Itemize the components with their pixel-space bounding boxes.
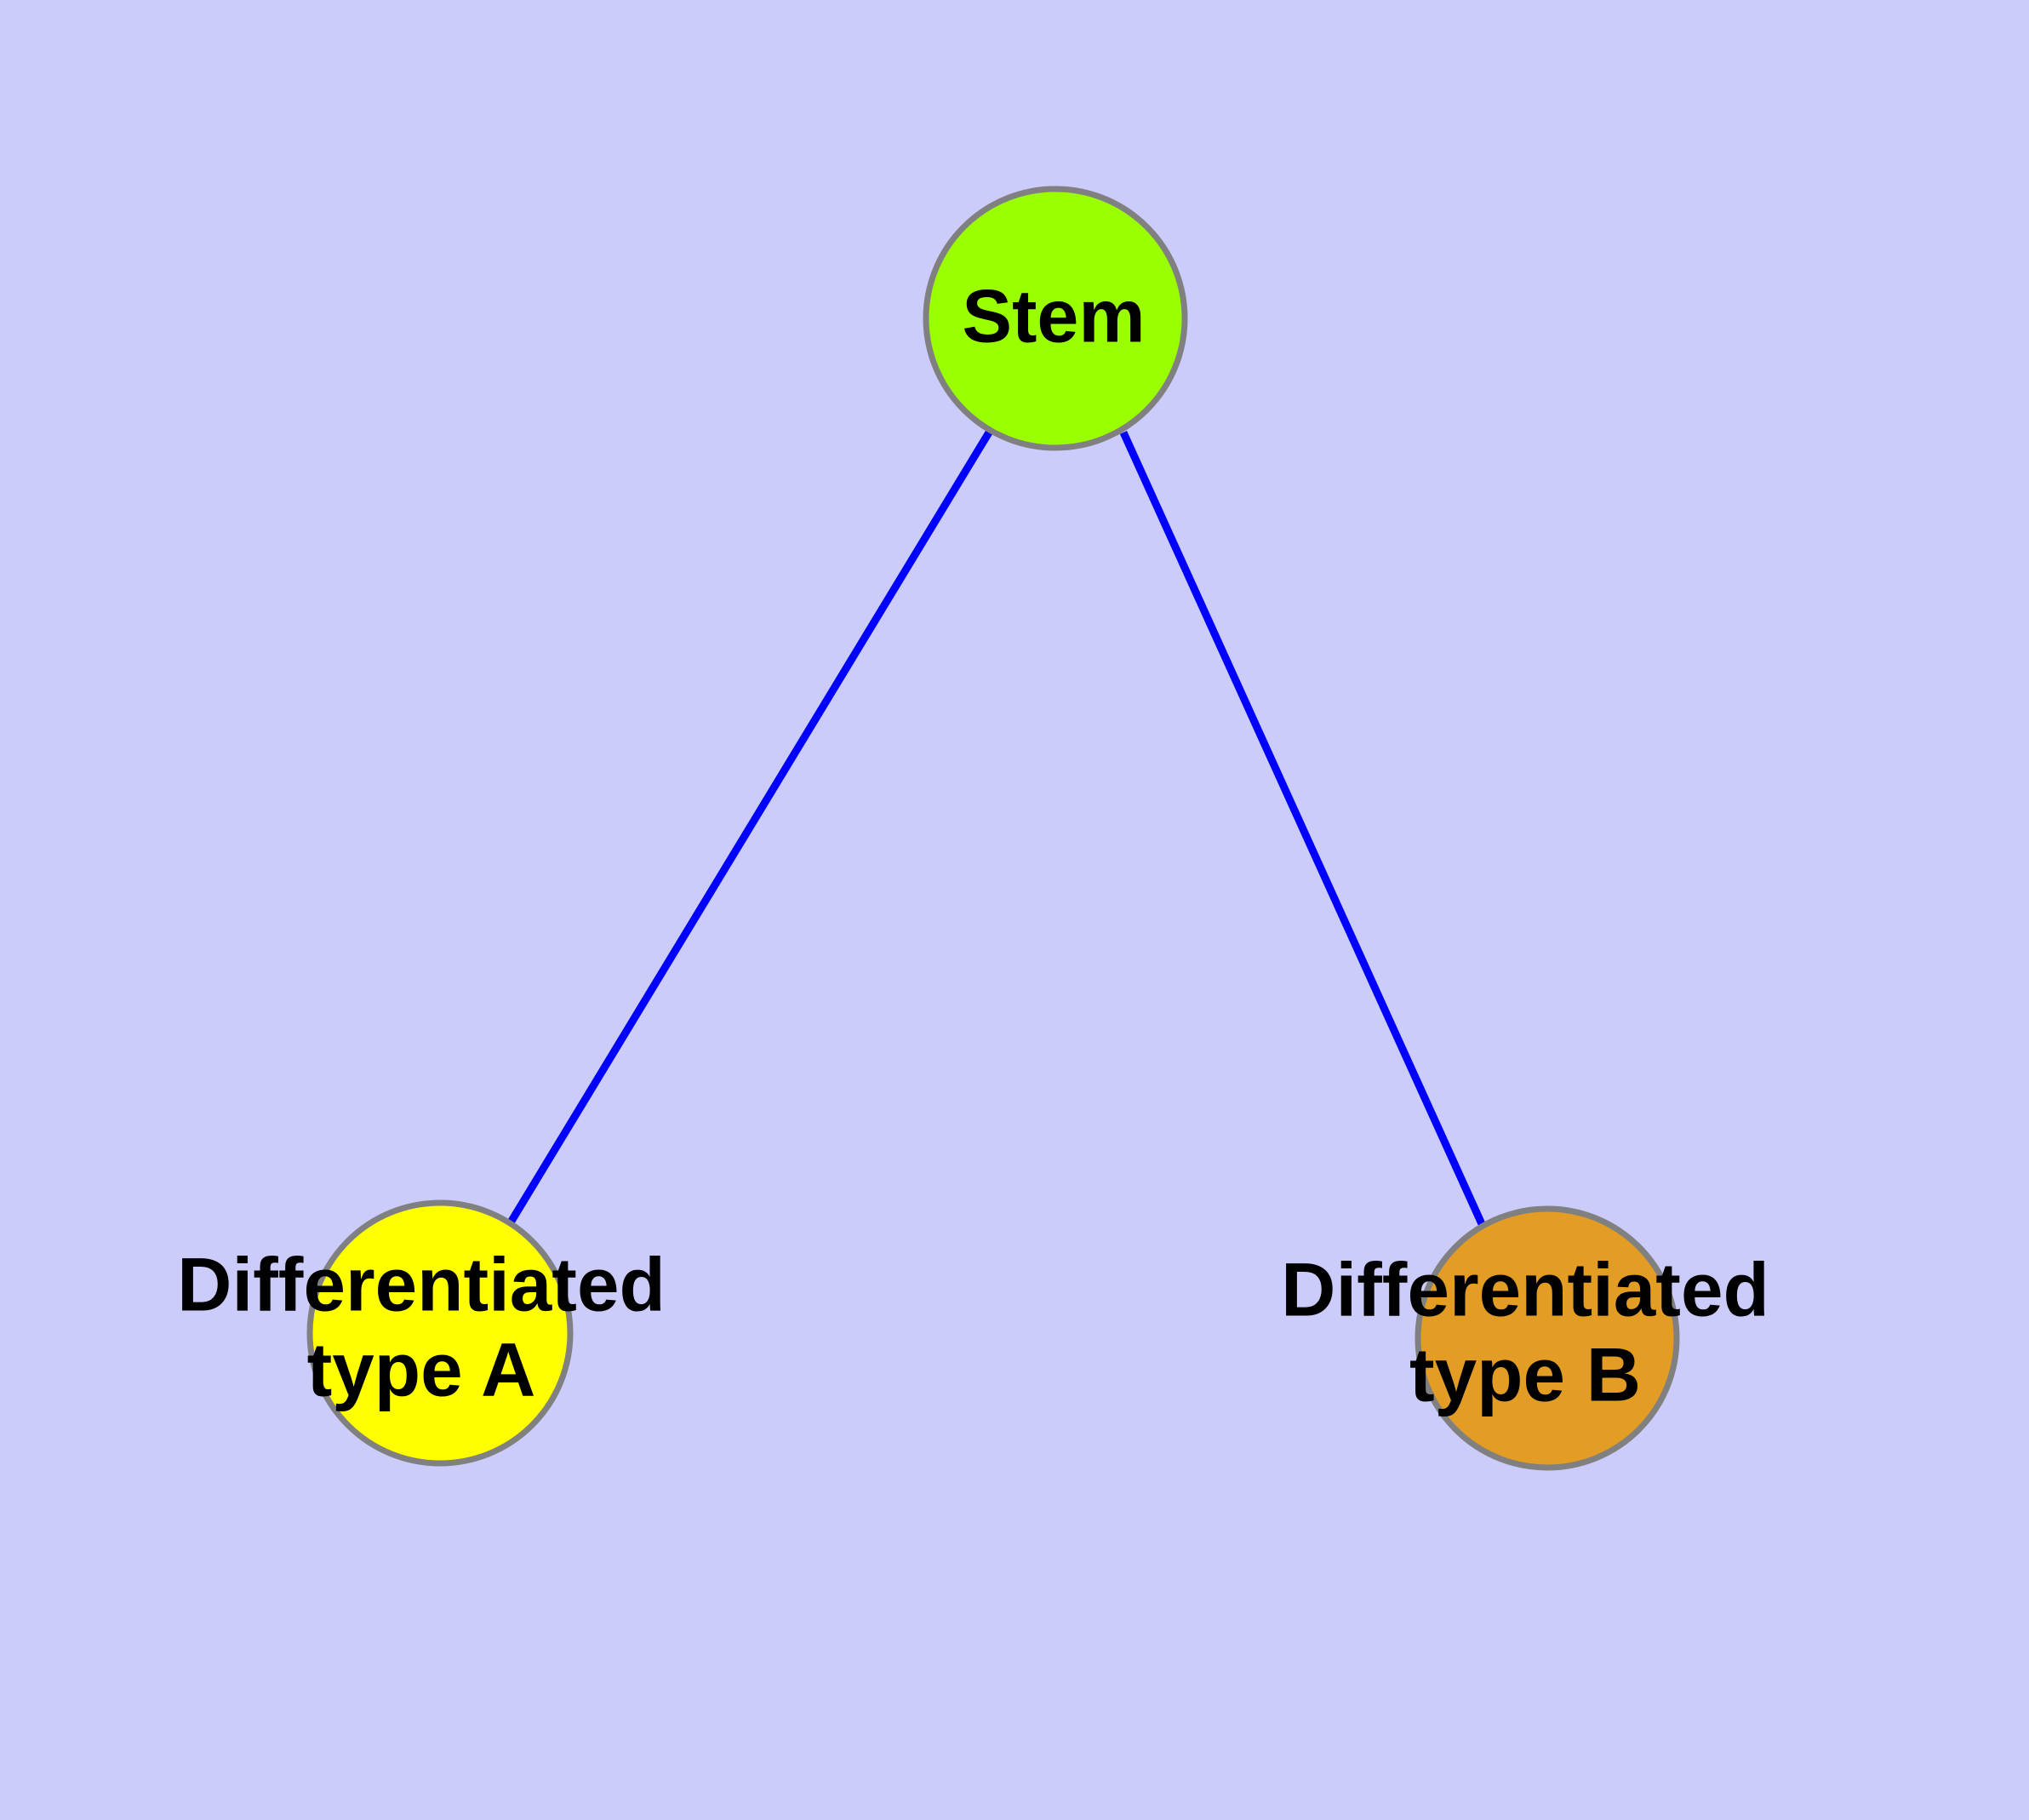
node-differentiated-type-a-label-line-1: Differentiated [177, 1242, 666, 1327]
edge-stem-to-differentiated-type-a[interactable] [507, 430, 992, 1225]
node-layer: Stem [306, 186, 1680, 1471]
node-differentiated-type-b-label-line-1: Differentiated [1281, 1247, 1769, 1332]
node-stem[interactable]: Stem [923, 186, 1188, 451]
label-layer: Differentiated type A Differentiated typ… [177, 1242, 1769, 1417]
node-differentiated-type-a-label: Differentiated type A [177, 1242, 666, 1412]
node-stem-circle[interactable] [923, 186, 1188, 451]
node-differentiated-type-a-label-line-2: type A [307, 1327, 536, 1412]
edge-layer [507, 430, 1487, 1228]
node-differentiated-type-a-circle[interactable] [306, 1199, 574, 1467]
node-differentiated-type-b-label-line-2: type B [1409, 1332, 1641, 1417]
node-differentiated-type-b[interactable] [1415, 1205, 1680, 1471]
node-stem-label: Stem [962, 273, 1145, 358]
node-differentiated-type-a[interactable] [306, 1199, 574, 1467]
edge-stem-to-differentiated-type-b[interactable] [1119, 431, 1487, 1228]
node-differentiated-type-b-circle[interactable] [1415, 1205, 1680, 1471]
node-differentiated-type-b-label: Differentiated type B [1281, 1247, 1769, 1417]
